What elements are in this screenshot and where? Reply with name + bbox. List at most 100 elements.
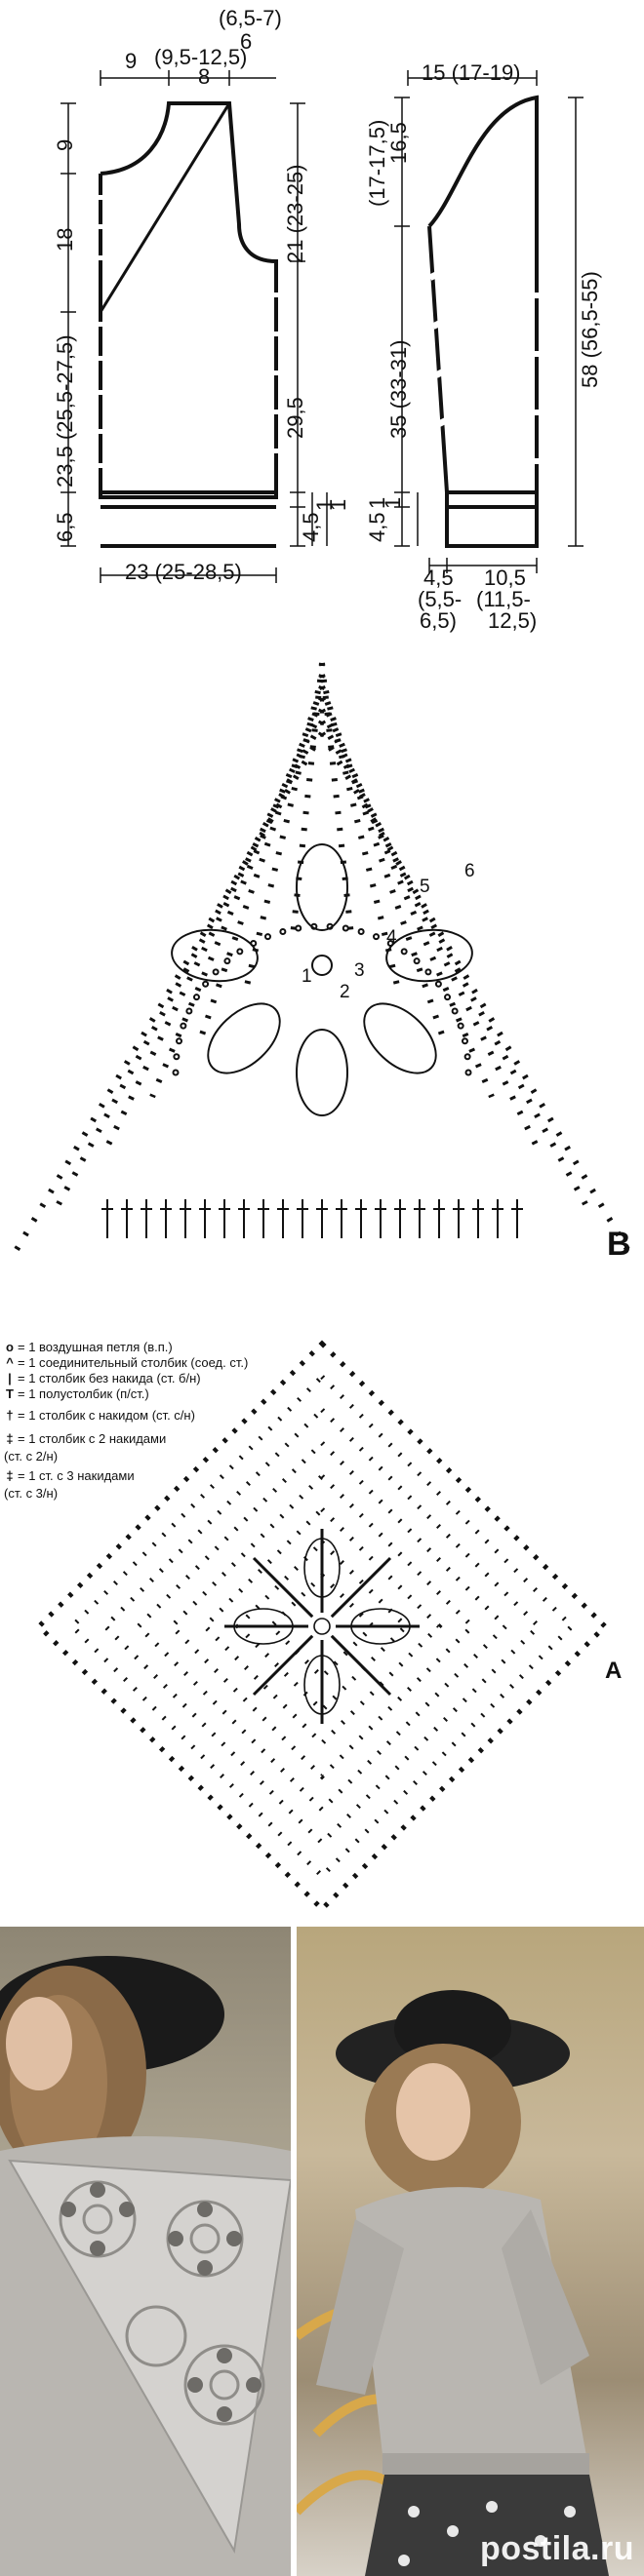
chart-a-ring [201, 1505, 443, 1747]
chart-b-row-1: 1 [302, 966, 312, 987]
legend-item-tr-abbr: (ст. с 2/н) [4, 1449, 59, 1464]
photo-back-detail [0, 1927, 291, 2576]
sleeve-bottom-e: 6,5) [420, 608, 457, 633]
chart-a-ring [68, 1373, 576, 1880]
shoulder-top-label-b: 6 [240, 29, 253, 54]
chart-b-chain-dot [326, 922, 334, 930]
chart-b-chain-dot [263, 933, 271, 941]
chart-b-chain-dot [192, 994, 200, 1001]
chart-a-spoke [330, 1556, 392, 1619]
chart-a-outline [35, 1340, 609, 1913]
chart-b-stitch-row-right [319, 731, 635, 1260]
shoulder-top-label-a: (6,5-7) [219, 6, 282, 30]
back-detail-illustration [0, 1956, 291, 2576]
chart-b-petal [296, 1029, 348, 1116]
right-dim-21: 21 (23-25) [283, 164, 307, 263]
top-width-right: 8 [198, 64, 211, 89]
chart-b-chain-dot [223, 957, 231, 965]
chart-a-label: A [605, 1658, 623, 1684]
chart-b-chain-dot [250, 939, 258, 947]
chart-b-chain-dot [457, 1022, 464, 1030]
chart-b-stitch-row-left [9, 731, 325, 1260]
sleeve-top-width: 15 (17-19) [422, 60, 521, 85]
double-treble-icon: ‡ [6, 1468, 14, 1483]
sleeve-bottom-d: (11,5- [476, 587, 531, 611]
top-width-mid: (9,5-12,5) [154, 45, 248, 69]
left-dim-65: 6,5 [53, 512, 77, 542]
chart-b-chain-dot [212, 968, 220, 976]
chart-a-spoke [330, 1634, 392, 1697]
chart-b-chain-dot [424, 968, 432, 976]
legend-item-hdc: T= 1 полустолбик (п/ст.) [4, 1386, 149, 1401]
chart-b-chain-dot [400, 948, 408, 956]
chart-b-petal [171, 928, 259, 983]
sleeve-pattern-diagram [394, 70, 584, 573]
chart-b-chain-dot [295, 924, 302, 932]
chart-a-spoke [252, 1634, 314, 1697]
chart-b-chain-dot [236, 948, 244, 956]
legend-item-dc: †= 1 столбик с накидом (ст. с/н) [4, 1408, 195, 1423]
sleeve-bottom-c: (5,5- [418, 587, 463, 611]
sleeve-bottom-a: 4,5 [423, 566, 454, 590]
sleeve-left-35: 35 (33-31) [386, 339, 411, 439]
legend-item-chain: o= 1 воздушная петля (в.п.) [4, 1340, 173, 1354]
stitch-legend: o= 1 воздушная петля (в.п.) ^= 1 соедини… [0, 1340, 248, 1505]
chart-b-petal [207, 1002, 281, 1074]
chart-b-chain-dot [310, 922, 318, 930]
sleeve-left-175: (17-17,5) [365, 119, 389, 207]
left-dim-235: 23,5 (25,5-27,5) [53, 334, 77, 488]
chart-b-petal [385, 928, 473, 983]
chart-b-row-4: 4 [386, 927, 397, 948]
photo-front-model: postila.ru [297, 1927, 644, 2576]
watermark: postila.ru [479, 2530, 634, 2567]
chart-b-row-6: 6 [464, 861, 475, 881]
chart-b-chain-dot [173, 1053, 181, 1061]
half-double-crochet-icon: T [6, 1386, 14, 1401]
chart-b-stitch-row-left [56, 720, 325, 1206]
chart-b-chain-dot [444, 994, 452, 1001]
chart-b-row-2: 2 [340, 982, 350, 1002]
sleeve-left-1b: 1 [381, 496, 405, 509]
sleeve-right-58: 58 (56,5-55) [578, 271, 602, 388]
sleeve-outline [427, 95, 539, 548]
chart-b-stitch-row-right [319, 696, 495, 1099]
front-model-illustration [297, 1990, 609, 2576]
body-outline [99, 101, 278, 548]
chart-b-stitch-row-left [243, 674, 325, 991]
chart-b-row-5: 5 [420, 877, 430, 897]
chart-b-chain-dot [279, 927, 287, 935]
chart-a-ring [135, 1439, 509, 1814]
legend-item-slip: ^= 1 соединительный столбик (соед. ст.) [4, 1355, 248, 1370]
right-dim-45: 4,5 [299, 512, 323, 542]
chart-b-chain-dot [172, 1069, 180, 1076]
chain-stitch-icon: o [6, 1340, 14, 1354]
right-dim-295: 29,5 [283, 397, 307, 439]
chart-b-petal [363, 1002, 437, 1074]
chart-b-center-ring [311, 955, 333, 976]
sleeve-bottom-f: 12,5) [488, 608, 538, 633]
crochet-chart-b [9, 662, 635, 1260]
left-dim-18: 18 [53, 227, 77, 252]
body-pattern-diagram [60, 70, 328, 583]
crochet-chart-a [35, 1340, 609, 1913]
chart-b-chain-dot [180, 1022, 187, 1030]
chart-b-chain-dot [342, 924, 349, 932]
chart-b-petal [296, 843, 348, 931]
chart-a-ring [168, 1472, 476, 1780]
chart-b-chain-dot [461, 1037, 468, 1045]
treble-crochet-icon: ‡ [6, 1431, 14, 1446]
chart-b-chain-dot [185, 1007, 193, 1015]
chart-b-chain-dot [451, 1007, 459, 1015]
chart-b-chain-dot [357, 927, 365, 935]
chart-b-chain-dot [386, 939, 394, 947]
chart-b-chain-dot [463, 1053, 471, 1061]
chart-b-chain-dot [413, 957, 421, 965]
sleeve-bottom-b: 10,5 [484, 566, 526, 590]
chart-b-chain-dot [464, 1069, 472, 1076]
slip-stitch-icon: ^ [6, 1355, 14, 1370]
sleeve-left-45: 4,5 [365, 512, 389, 542]
legend-item-tr: ‡= 1 столбик с 2 накидами [4, 1431, 166, 1446]
left-dim-9: 9 [53, 138, 77, 151]
chart-b-chain-dot [202, 980, 210, 988]
chart-b-row-3: 3 [354, 960, 365, 981]
